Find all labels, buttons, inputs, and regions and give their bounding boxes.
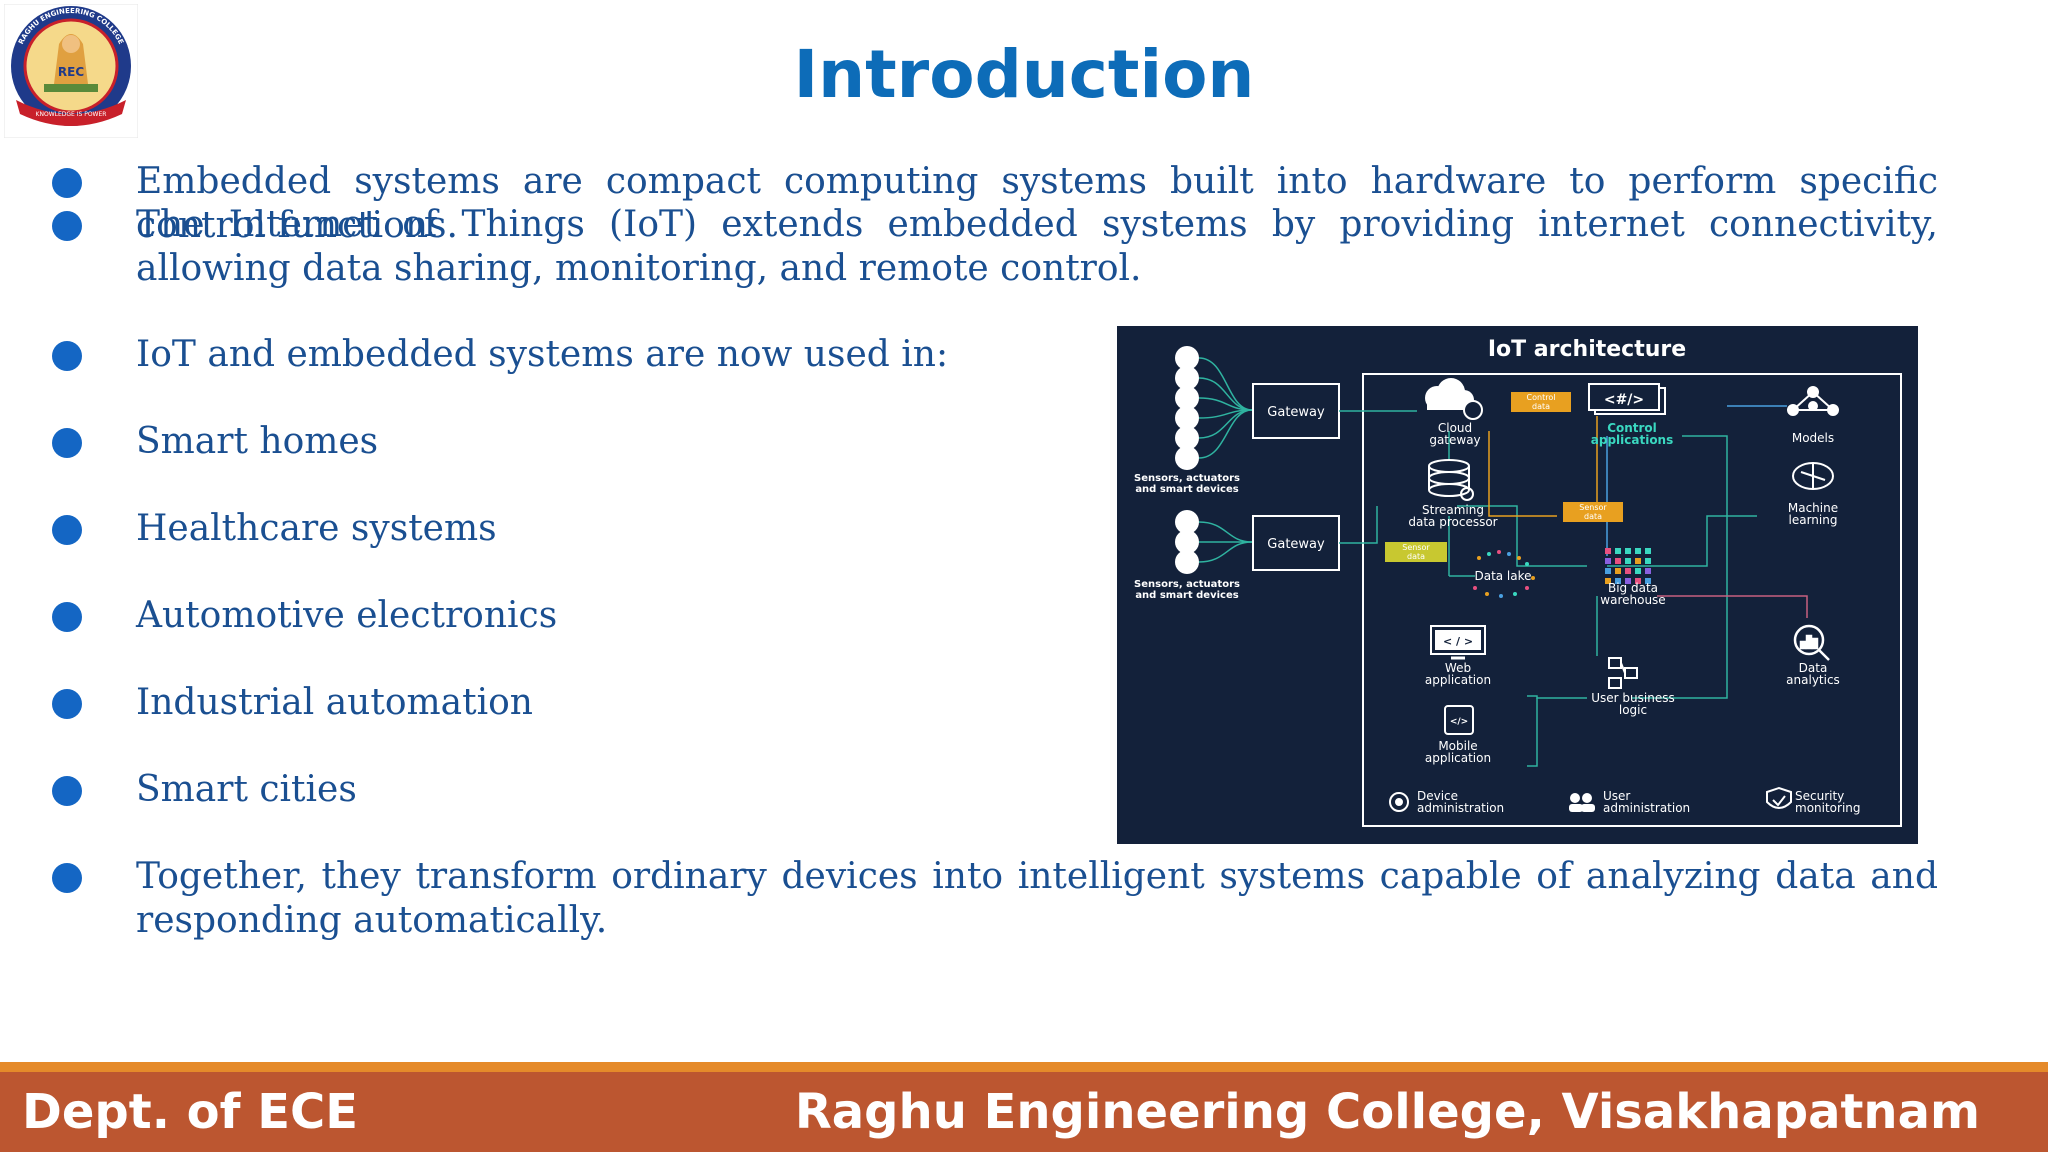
iot-architecture-diagram: IoT architecture Sensors, actuators and … [1117, 326, 1918, 844]
sensors-label-2: Sensors, actuators [1134, 579, 1240, 590]
big-data-label: Big data [1608, 581, 1658, 595]
brain-icon [1792, 462, 1834, 490]
device-admin-label: Device [1417, 789, 1458, 803]
mobile-application-icon: </> [1444, 705, 1474, 735]
svg-text:</>: </> [1450, 717, 1468, 727]
gateway-label-2: Gateway [1267, 537, 1325, 552]
control-applications-label-b: applications [1591, 433, 1674, 447]
page-title: Introduction [793, 36, 1255, 113]
device-admin-label-b: administration [1417, 801, 1504, 815]
control-data-tag [1511, 392, 1571, 412]
code-window-icon: <#/> [1588, 383, 1666, 415]
data-analytics-label-b: analytics [1786, 673, 1840, 687]
gateway-label-1: Gateway [1267, 405, 1325, 420]
sensors-label-2b: and smart devices [1135, 590, 1238, 601]
security-label: Security [1795, 789, 1844, 803]
shield-icon [1766, 786, 1792, 809]
bullet-text-3: IoT and embedded systems are now used in… [136, 334, 949, 375]
user-admin-icon [1569, 793, 1595, 812]
database-gear-icon [1428, 459, 1474, 501]
ml-label: Machine [1788, 501, 1838, 515]
cloud-gateway-label-b: gateway [1429, 433, 1480, 447]
bullet-text-1: Embedded systems are compact computing s… [136, 161, 1938, 246]
logo-rec-text: REC [58, 65, 84, 79]
bullet-dot [52, 602, 82, 632]
business-logic-icon [1608, 657, 1638, 689]
sensor-devices-icon [1175, 510, 1199, 574]
footer-bar: Dept. of ECE Raghu Engineering College, … [0, 1072, 2048, 1152]
footer-department: Dept. of ECE [22, 1084, 359, 1140]
sensor-data-label-2b: data [1407, 552, 1425, 561]
bullet-text-7: Industrial automation [136, 682, 533, 723]
security-label-b: monitoring [1795, 801, 1861, 815]
data-analytics-label: Data [1799, 661, 1828, 675]
models-network-icon [1787, 386, 1839, 416]
bullet-dot [52, 341, 82, 371]
bullet-dot [52, 428, 82, 458]
data-lake-icon [1473, 550, 1535, 598]
business-logic-label: User business [1591, 691, 1674, 705]
models-label: Models [1792, 431, 1834, 445]
cloud-gateway-icon [1425, 378, 1483, 420]
sensors-label-1b: and smart devices [1135, 484, 1238, 495]
cloud-gateway-label: Cloud [1438, 421, 1472, 435]
sensor-data-label-1: Sensor [1579, 503, 1607, 512]
web-app-label-b: application [1425, 673, 1491, 687]
bullet-dot [52, 689, 82, 719]
bullet-dot [52, 515, 82, 545]
big-data-grid-icon [1605, 548, 1651, 584]
mobile-app-label: Mobile [1438, 739, 1477, 753]
bullet-text-9: Together, they transform ordinary device… [136, 856, 1938, 941]
sensor-data-label-1b: data [1584, 512, 1602, 521]
data-analytics-icon [1793, 624, 1830, 661]
sensor-data-tag-1 [1563, 502, 1623, 522]
bullet-text-6: Automotive electronics [136, 595, 558, 636]
footer-college: Raghu Engineering College, Visakhapatnam [794, 1084, 1980, 1140]
sensors-label-1: Sensors, actuators [1134, 473, 1240, 484]
bullet-text-8: Smart cities [136, 769, 357, 810]
control-data-label: Control [1527, 393, 1556, 402]
streaming-label: Streaming [1422, 503, 1484, 517]
bullet-dot [52, 168, 82, 198]
diagram-title: IoT architecture [1488, 337, 1686, 362]
streaming-label-b: data processor [1408, 515, 1497, 529]
device-admin-icon [1389, 792, 1409, 812]
sensor-devices-icon [1175, 346, 1199, 470]
web-application-icon: < / > [1430, 625, 1486, 660]
web-app-label: Web [1445, 661, 1471, 675]
big-data-label-b: warehouse [1600, 593, 1665, 607]
svg-text:<#/>: <#/> [1604, 392, 1644, 408]
bullet-text-2: The Internet of Things (IoT) extends emb… [136, 204, 1938, 289]
mobile-app-label-b: application [1425, 751, 1491, 765]
control-data-label-b: data [1532, 402, 1550, 411]
control-applications-label: Control [1607, 421, 1657, 435]
data-lake-label: Data lake [1474, 569, 1531, 583]
college-crest-logo: REC KNOWLEDGE IS POWER RAGHU ENGINEERING… [4, 4, 138, 138]
sensor-data-tag-2 [1385, 542, 1447, 562]
sensor-data-label-2: Sensor [1402, 543, 1430, 552]
logo-motto-text: KNOWLEDGE IS POWER [36, 111, 107, 118]
bullet-text-5: Healthcare systems [136, 508, 497, 549]
user-admin-label-b: administration [1603, 801, 1690, 815]
bullet-dot [52, 863, 82, 893]
cloud-boundary [1362, 373, 1902, 827]
business-logic-label-b: logic [1619, 703, 1647, 717]
bullet-dot [52, 776, 82, 806]
bullet-dot [52, 211, 82, 241]
bullet-text-4: Smart homes [136, 421, 379, 462]
user-admin-label: User [1603, 789, 1630, 803]
footer-accent-line [0, 1062, 2048, 1072]
svg-text:< / >: < / > [1443, 635, 1473, 648]
ml-label-b: learning [1789, 513, 1838, 527]
